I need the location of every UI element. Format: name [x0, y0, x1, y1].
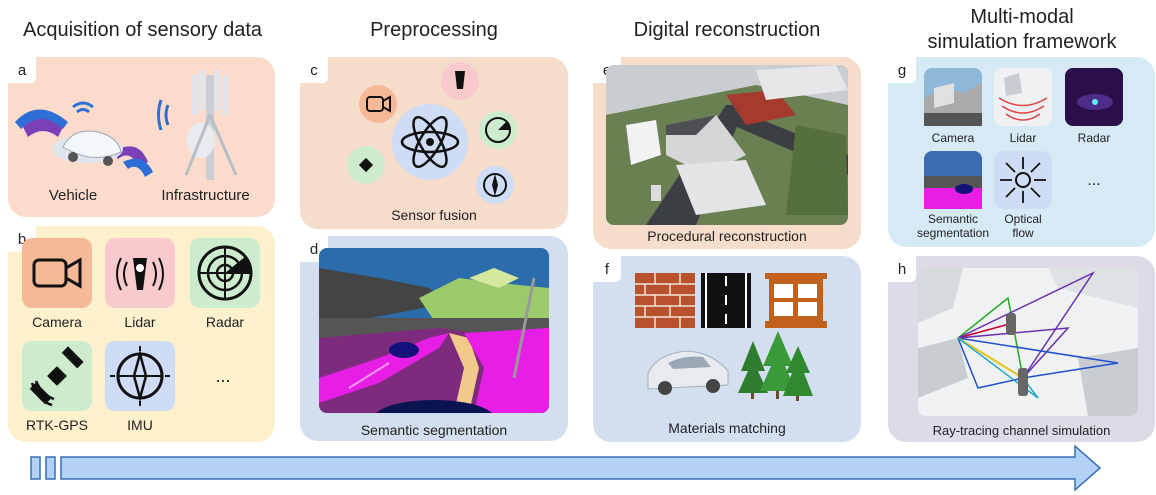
ray-tracing-label: Ray-tracing channel simulation	[932, 423, 1111, 438]
panel-c-fusion: c Sensor fusion	[300, 57, 568, 229]
header-acquisition: Acquisition of sensory data	[22, 19, 263, 41]
car-model-icon	[647, 350, 729, 395]
optical-flow-tile	[994, 151, 1052, 209]
panel-h-raytracing: h Ray-tracing channel simulation	[888, 256, 1155, 442]
header-simulation-line1: Multi-modal	[970, 6, 1074, 28]
brick-texture-icon	[635, 273, 695, 328]
panel-a-tag: a	[8, 57, 36, 83]
sim-flow-label-line1: Optical	[1004, 212, 1042, 226]
ray-tracing-image	[918, 268, 1138, 416]
panel-e-reconstruction: e Procedural reconstruction	[593, 57, 861, 249]
imu-icon	[110, 346, 170, 406]
camera-sim-thumbnail	[924, 68, 982, 126]
radar-sim-thumbnail	[1065, 68, 1123, 126]
sensor-fusion-diagram	[347, 62, 517, 204]
panel-g-tag: g	[888, 57, 916, 83]
semantic-segmentation-label: Semantic segmentation	[360, 422, 508, 438]
sim-semantic-label-line1: Semantic	[927, 212, 979, 226]
procedural-reconstruction-image	[606, 65, 848, 225]
vehicle-label: Vehicle	[48, 187, 98, 204]
header-reconstruction: Digital reconstruction	[633, 19, 821, 41]
panel-b-sensors: b Camera Lidar Radar RTK-GPS IMU ...	[8, 226, 275, 442]
lidar-label: Lidar	[124, 314, 156, 330]
rtk-gps-label: RTK-GPS	[26, 417, 88, 433]
sim-lidar-label: Lidar	[1009, 131, 1037, 145]
panel-f-materials: f Materials matching	[593, 256, 861, 442]
imu-label: IMU	[127, 417, 153, 433]
more-sensors-ellipsis: ...	[215, 366, 231, 386]
optical-flow-icon	[1000, 157, 1046, 203]
panel-d-segmentation: d Semantic segmentation	[300, 236, 568, 441]
panel-g-simulation: g Camera Lidar Radar ... Semantic segmen…	[888, 57, 1155, 247]
sim-more-ellipsis: ...	[1087, 172, 1101, 189]
sim-radar-label: Radar	[1077, 131, 1111, 145]
panel-a-acquisition: a Vehicle Infrastructure	[8, 57, 275, 217]
panel-c-tag: c	[300, 57, 328, 83]
semantic-sim-thumbnail	[924, 151, 982, 209]
imu-tile	[105, 341, 175, 411]
pipeline-arrow	[30, 444, 1102, 492]
rtk-gps-tile	[22, 341, 92, 411]
infrastructure-label: Infrastructure	[161, 187, 250, 204]
materials-matching-label: Materials matching	[668, 420, 786, 436]
semantic-segmentation-image	[319, 248, 549, 413]
header-simulation-line2: simulation framework	[927, 31, 1117, 53]
satellite-icon	[29, 346, 84, 407]
vehicle-icon	[15, 101, 153, 177]
lidar-sim-thumbnail	[994, 68, 1052, 126]
lidar-tile	[105, 238, 175, 308]
window-texture-icon	[765, 273, 827, 328]
procedural-reconstruction-label: Procedural reconstruction	[647, 228, 807, 244]
road-texture-icon	[701, 273, 751, 328]
sensor-fusion-label: Sensor fusion	[391, 207, 477, 223]
radar-tile	[190, 238, 260, 308]
camera-icon	[32, 257, 82, 289]
panel-h-tag: h	[888, 256, 916, 282]
header-preprocessing: Preprocessing	[370, 19, 498, 41]
camera-tile	[22, 238, 92, 308]
sim-flow-label-line2: flow	[1012, 226, 1034, 240]
camera-label: Camera	[32, 314, 82, 330]
infrastructure-icon	[157, 70, 238, 180]
radar-label: Radar	[205, 314, 245, 330]
sim-camera-label: Camera	[931, 131, 975, 145]
trees-icon	[738, 331, 813, 401]
radar-icon	[197, 245, 253, 301]
sim-semantic-label-line2: segmentation	[916, 226, 990, 240]
panel-f-tag: f	[593, 256, 621, 282]
lidar-icon	[116, 257, 164, 291]
